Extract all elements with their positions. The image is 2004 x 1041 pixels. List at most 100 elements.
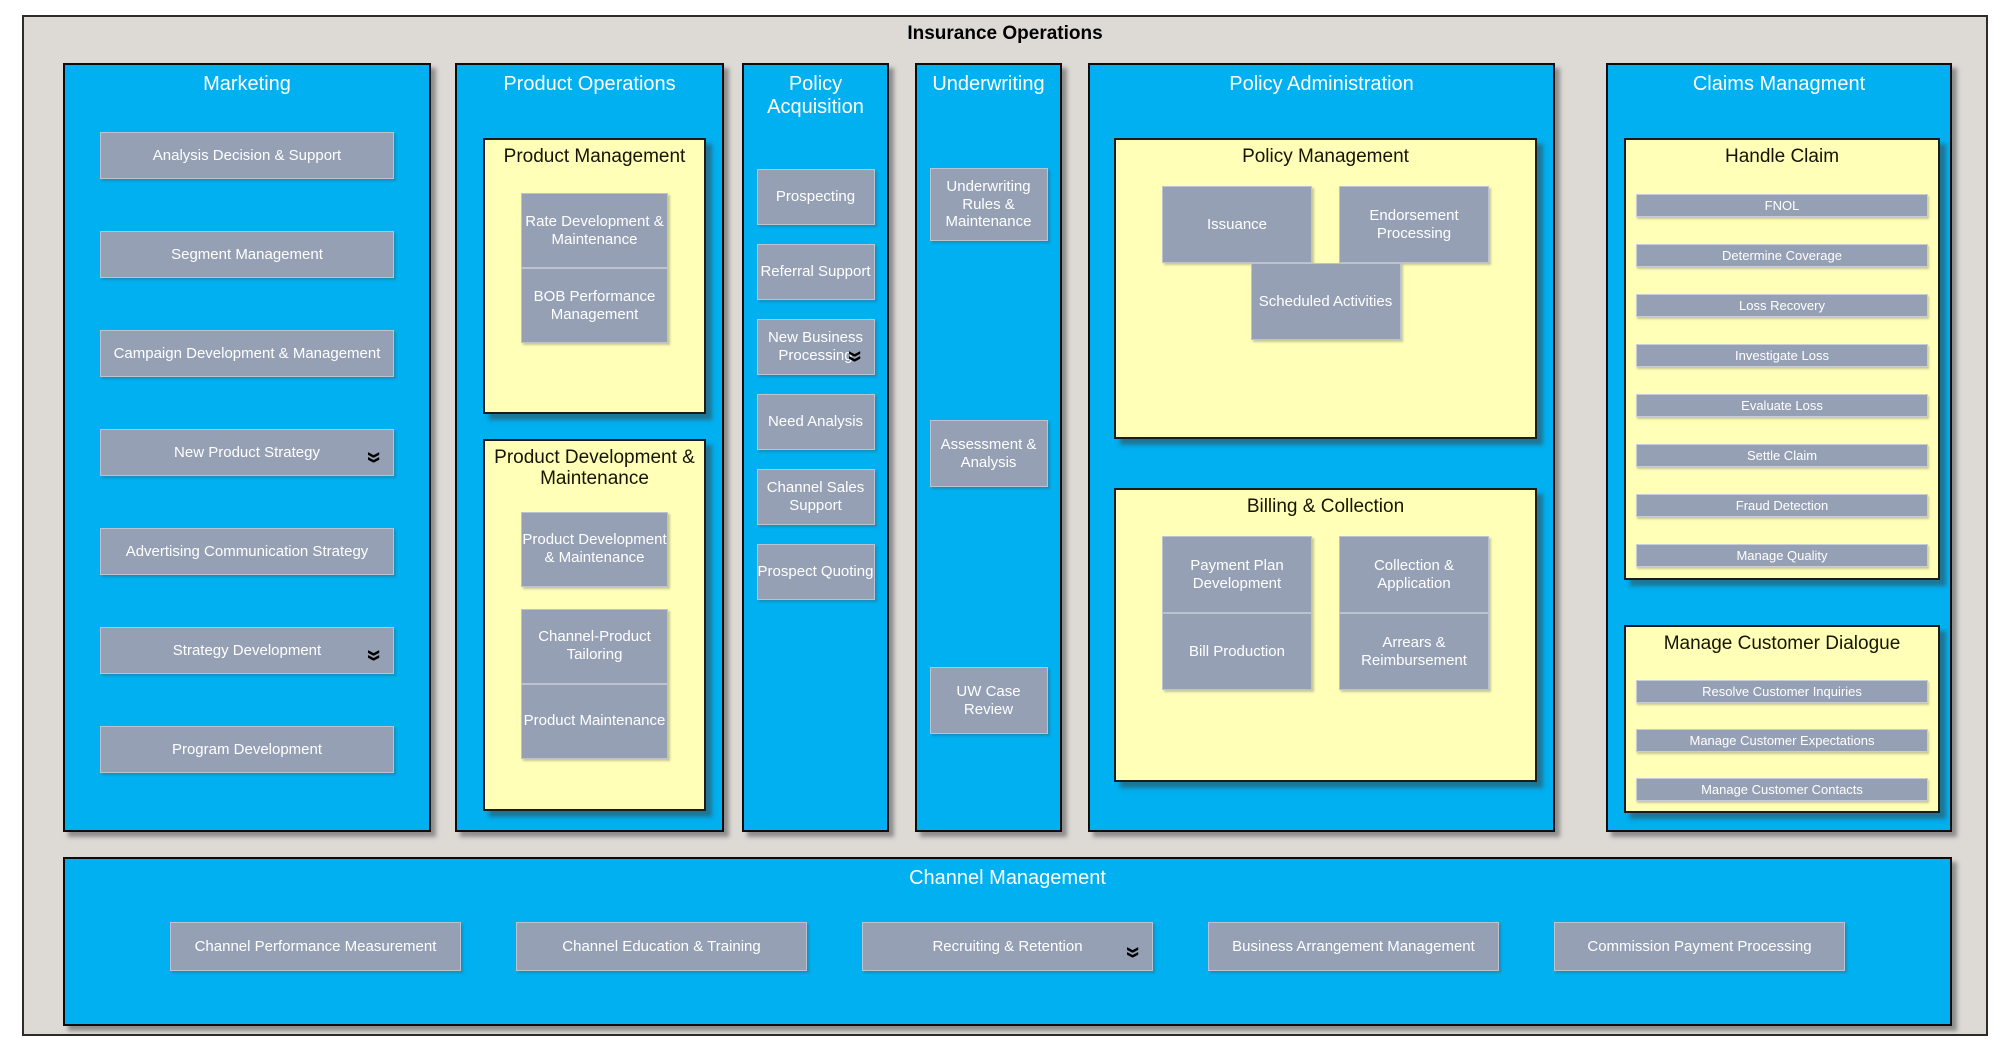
- process-label: Business Arrangement Management: [1232, 937, 1475, 955]
- group-title: Product Development & Maintenance: [494, 447, 695, 490]
- process-bar-investigate-loss[interactable]: Investigate Loss: [1636, 344, 1928, 368]
- process-label: Channel-Product Tailoring: [538, 628, 651, 664]
- process-box-strategy-development[interactable]: Strategy Development: [100, 627, 394, 674]
- band-channel-management: Channel Management Channel Performance M…: [63, 857, 1952, 1026]
- group-row: Scheduled Activities: [1250, 263, 1401, 341]
- page-title: Insurance Operations: [907, 23, 1103, 44]
- process-label: Need Analysis: [767, 413, 864, 431]
- process-box-commission-payment-processing[interactable]: Commission Payment Processing: [1554, 922, 1845, 971]
- process-bar-manage-customer-expectations[interactable]: Manage Customer Expectations: [1636, 729, 1928, 753]
- process-bar-fraud-detection[interactable]: Fraud Detection: [1636, 494, 1928, 518]
- group-title: Manage Customer Dialogue: [1663, 633, 1901, 654]
- process-label: New Business Processing: [767, 329, 864, 364]
- process-label: Prospect Quoting: [757, 563, 874, 581]
- process-label: Referral Support: [760, 263, 871, 281]
- process-box-channel-sales-support[interactable]: Channel Sales Support: [756, 469, 875, 525]
- group-manage-customer-dialogue: Manage Customer Dialogue Resolve Custome…: [1624, 625, 1940, 813]
- column-claims-management: Claims Managment Handle Claim FNOL Deter…: [1606, 63, 1952, 832]
- process-box-recruiting-retention[interactable]: Recruiting & Retention: [862, 922, 1153, 971]
- process-box-product-development-maintenance[interactable]: Product Development & Maintenance: [521, 511, 668, 587]
- process-box-channel-education-training[interactable]: Channel Education & Training: [516, 922, 807, 971]
- process-label: Channel Sales Support: [766, 479, 865, 514]
- process-label: Arrears & Reimbursement: [1361, 634, 1467, 669]
- process-box-new-business-processing[interactable]: New Business Processing: [756, 319, 875, 375]
- column-title: Marketing: [203, 73, 291, 95]
- column-title: Underwriting: [932, 73, 1045, 95]
- process-box-new-product-strategy[interactable]: New Product Strategy: [100, 429, 394, 476]
- process-box-prospecting[interactable]: Prospecting: [756, 169, 875, 225]
- group-row: Issuance Endorsement Processing: [1162, 186, 1489, 264]
- process-box-arrears-reimbursement[interactable]: Arrears & Reimbursement: [1339, 613, 1489, 691]
- column-product-operations: Product Operations Product Management Ra…: [455, 63, 724, 832]
- process-label: Recruiting & Retention: [932, 937, 1083, 955]
- process-box-assessment-analysis[interactable]: Assessment & Analysis: [929, 420, 1048, 487]
- process-box-channel-performance-measurement[interactable]: Channel Performance Measurement: [170, 922, 461, 971]
- group-billing-collection: Billing & Collection Payment Plan Develo…: [1114, 488, 1537, 782]
- process-bar-evaluate-loss[interactable]: Evaluate Loss: [1636, 394, 1928, 418]
- process-box-scheduled-activities[interactable]: Scheduled Activities: [1250, 263, 1401, 341]
- process-box-advertising-communication-strategy[interactable]: Advertising Communication Strategy: [100, 528, 394, 575]
- group-product-development-maintenance: Product Development & Maintenance Produc…: [483, 439, 706, 811]
- process-label: Product Development & Maintenance: [522, 531, 667, 567]
- process-label: Segment Management: [171, 245, 323, 263]
- process-bar-determine-coverage[interactable]: Determine Coverage: [1636, 244, 1928, 268]
- process-label: Endorsement Processing: [1369, 207, 1459, 242]
- process-label: Collection & Application: [1373, 557, 1455, 592]
- process-label: Channel Education & Training: [562, 937, 761, 955]
- process-box-referral-support[interactable]: Referral Support: [756, 244, 875, 300]
- process-label: Product Maintenance: [523, 712, 666, 730]
- process-box-channel-product-tailoring[interactable]: Channel-Product Tailoring: [521, 608, 668, 684]
- column-underwriting: Underwriting Underwriting Rules & Mainte…: [915, 63, 1062, 832]
- process-box-prospect-quoting[interactable]: Prospect Quoting: [756, 544, 875, 600]
- process-label: UW Case Review: [956, 682, 1021, 718]
- process-box-bill-production[interactable]: Bill Production: [1162, 613, 1312, 691]
- process-box-bob-performance-management[interactable]: BOB Performance Management: [521, 268, 668, 344]
- column-title: Policy Acquisition: [767, 73, 864, 118]
- expand-more-icon[interactable]: [369, 652, 385, 666]
- process-box-need-analysis[interactable]: Need Analysis: [756, 394, 875, 450]
- process-box-rate-development-maintenance[interactable]: Rate Development & Maintenance: [521, 193, 668, 269]
- column-title: Policy Administration: [1229, 73, 1414, 95]
- process-label: New Product Strategy: [174, 443, 320, 461]
- process-bar-manage-quality[interactable]: Manage Quality: [1636, 544, 1928, 568]
- expand-more-icon[interactable]: [850, 353, 866, 367]
- process-box-campaign-development-management[interactable]: Campaign Development & Management: [100, 330, 394, 377]
- process-label: Prospecting: [775, 188, 856, 206]
- band-items: Channel Performance Measurement Channel …: [65, 922, 1950, 971]
- process-box-issuance[interactable]: Issuance: [1162, 186, 1312, 264]
- column-items: Analysis Decision & Support Segment Mana…: [65, 132, 429, 773]
- group-title: Billing & Collection: [1246, 496, 1405, 517]
- process-box-payment-plan-development[interactable]: Payment Plan Development: [1162, 536, 1312, 614]
- process-box-collection-application[interactable]: Collection & Application: [1339, 536, 1489, 614]
- group-policy-management: Policy Management Issuance Endorsement P…: [1114, 138, 1537, 439]
- process-bar-settle-claim[interactable]: Settle Claim: [1636, 444, 1928, 468]
- process-bar-loss-recovery[interactable]: Loss Recovery: [1636, 294, 1928, 318]
- process-label: Program Development: [171, 740, 323, 758]
- process-label: Channel Performance Measurement: [194, 937, 437, 955]
- process-label: Scheduled Activities: [1258, 292, 1393, 310]
- process-label: FNOL: [1764, 197, 1800, 213]
- process-box-segment-management[interactable]: Segment Management: [100, 231, 394, 278]
- process-box-underwriting-rules-maintenance[interactable]: Underwriting Rules & Maintenance: [929, 168, 1048, 241]
- expand-more-icon[interactable]: [369, 454, 385, 468]
- process-label: Manage Customer Expectations: [1689, 732, 1875, 748]
- process-box-uw-case-review[interactable]: UW Case Review: [929, 667, 1048, 734]
- process-label: Strategy Development: [172, 641, 322, 659]
- column-policy-administration: Policy Administration Policy Management …: [1088, 63, 1555, 832]
- process-bar-fnol[interactable]: FNOL: [1636, 194, 1928, 218]
- process-label: Underwriting Rules & Maintenance: [945, 177, 1032, 231]
- process-box-business-arrangement-management[interactable]: Business Arrangement Management: [1208, 922, 1499, 971]
- process-bar-resolve-customer-inquiries[interactable]: Resolve Customer Inquiries: [1636, 680, 1928, 704]
- expand-more-icon[interactable]: [1128, 949, 1144, 963]
- column-policy-acquisition: Policy Acquisition Prospecting Referral …: [742, 63, 889, 832]
- diagram-canvas: Insurance Operations Marketing Analysis …: [22, 15, 1988, 1036]
- column-items: Prospecting Referral Support New Busines…: [744, 169, 887, 600]
- band-title: Channel Management: [909, 867, 1106, 889]
- process-box-product-maintenance[interactable]: Product Maintenance: [521, 683, 668, 759]
- process-box-endorsement-processing[interactable]: Endorsement Processing: [1339, 186, 1489, 264]
- group-row: Bill Production Arrears & Reimbursement: [1162, 613, 1489, 691]
- process-label: Manage Quality: [1736, 547, 1828, 563]
- process-box-program-development[interactable]: Program Development: [100, 726, 394, 773]
- process-box-analysis-decision-support[interactable]: Analysis Decision & Support: [100, 132, 394, 179]
- process-bar-manage-customer-contacts[interactable]: Manage Customer Contacts: [1636, 778, 1928, 802]
